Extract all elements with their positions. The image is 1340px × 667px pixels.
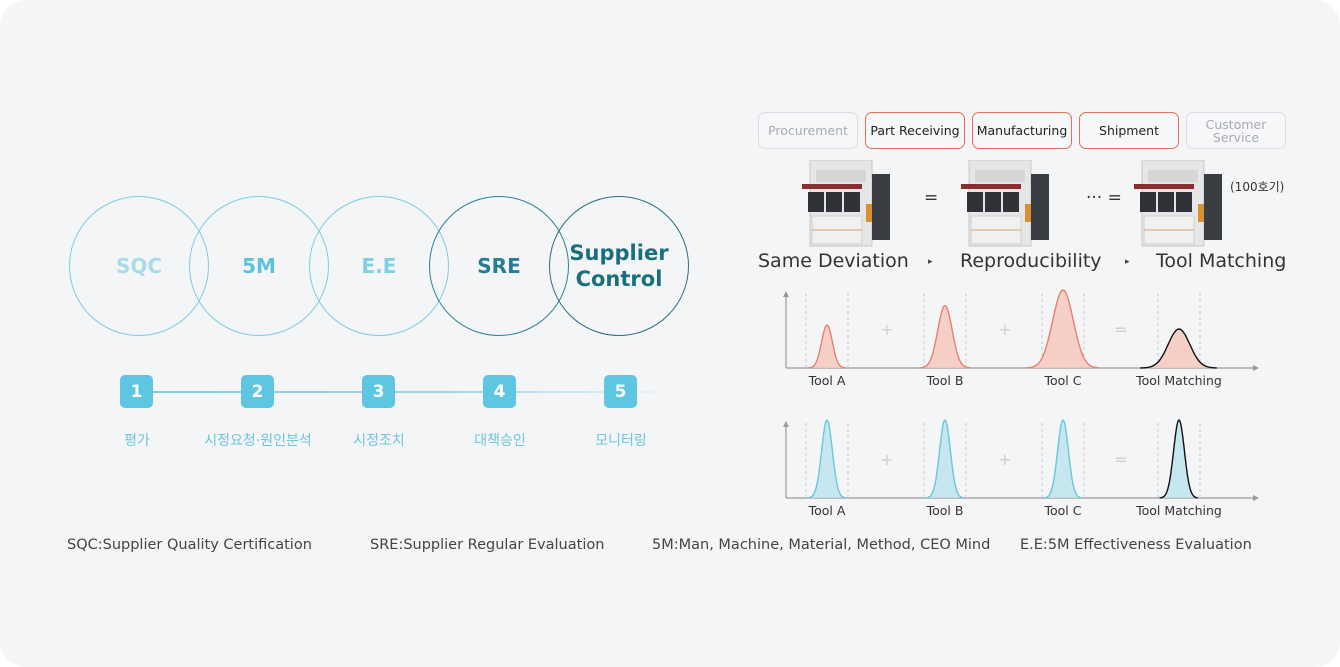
step-4-label: 대책승인	[474, 433, 526, 449]
distribution-area	[1025, 290, 1100, 368]
step-3-badge: 3	[362, 375, 395, 408]
step-1-label: 평가	[124, 433, 150, 449]
circle-label: 5M	[242, 254, 276, 278]
circle-sre: SRE	[429, 196, 569, 336]
distribution-area	[1043, 420, 1082, 498]
operator-sign: +	[880, 450, 893, 469]
tool-label: Tool B	[926, 373, 964, 388]
circle-label: SQC	[115, 254, 163, 278]
circle-5m: 5M	[189, 196, 329, 336]
distribution-curve	[1025, 289, 1100, 369]
tool-label: Tool A	[808, 503, 846, 518]
process-label: Part Receiving	[870, 123, 960, 138]
distribution-curve	[925, 419, 964, 499]
step-number: 4	[493, 381, 506, 402]
x-axis-arrow-icon	[1253, 365, 1259, 371]
operator-sign: =	[1114, 450, 1127, 469]
semiconductor-tool-icon	[961, 160, 1049, 247]
tool-label: Tool Matching	[1135, 373, 1222, 388]
circle-label: Supplier Control	[569, 241, 669, 291]
distribution-area	[807, 325, 846, 368]
y-axis-arrow-icon	[783, 421, 789, 427]
x-axis-arrow-icon	[1253, 495, 1259, 501]
circle-sqc: SQC	[69, 196, 209, 336]
distribution-area	[1140, 329, 1217, 368]
flow-label-same-deviation: Same Deviation	[758, 250, 909, 272]
flow-label-tool-matching: Tool Matching	[1156, 250, 1287, 272]
circle-supplier-control: Supplier Control	[549, 196, 689, 336]
legend-ee: E.E:5M Effectiveness Evaluation	[1020, 537, 1252, 553]
tool-label: Tool Matching	[1135, 503, 1222, 518]
circle-label: SRE	[477, 254, 521, 278]
process-label: Procurement	[768, 123, 848, 138]
process-customer-service: Customer Service	[1186, 112, 1286, 149]
step-1-badge: 1	[120, 375, 153, 408]
step-number: 5	[614, 381, 627, 402]
steps-track	[150, 391, 660, 393]
step-2-label: 시정요청·원인분석	[204, 433, 312, 449]
arrow-right-icon: ▸	[928, 257, 933, 267]
step-5-label: 모니터링	[595, 433, 647, 449]
tool-label: Tool C	[1044, 373, 1082, 388]
operator-sign: +	[998, 450, 1011, 469]
circle-label: E.E	[361, 254, 397, 278]
process-shipment: Shipment	[1079, 112, 1179, 149]
step-number: 1	[130, 381, 143, 402]
process-part-receiving: Part Receiving	[865, 112, 965, 149]
tool-label: Tool C	[1044, 503, 1082, 518]
distribution-area	[919, 305, 971, 368]
tool-label: Tool A	[808, 373, 846, 388]
distribution-curve	[807, 419, 846, 499]
operator-sign: +	[998, 320, 1011, 339]
ellipsis-equals-sign: ··· =	[1086, 188, 1122, 208]
process-label: Manufacturing	[976, 123, 1068, 138]
distribution-curve	[807, 324, 846, 369]
process-label: Shipment	[1099, 123, 1159, 138]
arrow-right-icon: ▸	[1125, 257, 1130, 267]
step-2-badge: 2	[241, 375, 274, 408]
legend-sre: SRE:Supplier Regular Evaluation	[370, 537, 605, 553]
step-3-label: 시정조치	[353, 433, 405, 449]
tool-count-note: (100호기)	[1230, 180, 1285, 194]
step-4-badge: 4	[483, 375, 516, 408]
semiconductor-tool-icon	[1134, 160, 1222, 247]
distribution-curve	[1140, 328, 1217, 369]
tool-label: Tool B	[926, 503, 964, 518]
semiconductor-tool-icon	[802, 160, 890, 247]
step-number: 2	[251, 381, 264, 402]
distribution-chart-after: Tool A Tool B Tool C Tool Matching + + =	[783, 419, 1259, 518]
process-manufacturing: Manufacturing	[972, 112, 1072, 149]
equals-sign: =	[924, 188, 939, 208]
distribution-curve	[1159, 419, 1198, 499]
step-5-badge: 5	[604, 375, 637, 408]
process-procurement: Procurement	[758, 112, 858, 149]
legend-5m: 5M:Man, Machine, Material, Method, CEO M…	[652, 537, 991, 553]
operator-sign: =	[1114, 320, 1127, 339]
distribution-curve	[1043, 419, 1082, 499]
distribution-area	[925, 420, 964, 498]
legend-sqc: SQC:Supplier Quality Certification	[67, 537, 312, 553]
flow-label-reproducibility: Reproducibility	[960, 250, 1102, 272]
process-label: Customer Service	[1205, 116, 1267, 145]
distribution-curve	[919, 304, 971, 369]
circle-ee: E.E	[309, 196, 449, 336]
distribution-chart-before: Tool A Tool B Tool C Tool Matching + + =	[783, 289, 1259, 388]
step-number: 3	[372, 381, 385, 402]
operator-sign: +	[880, 320, 893, 339]
distribution-area	[1159, 420, 1198, 498]
y-axis-arrow-icon	[783, 291, 789, 297]
distribution-area	[807, 420, 846, 498]
